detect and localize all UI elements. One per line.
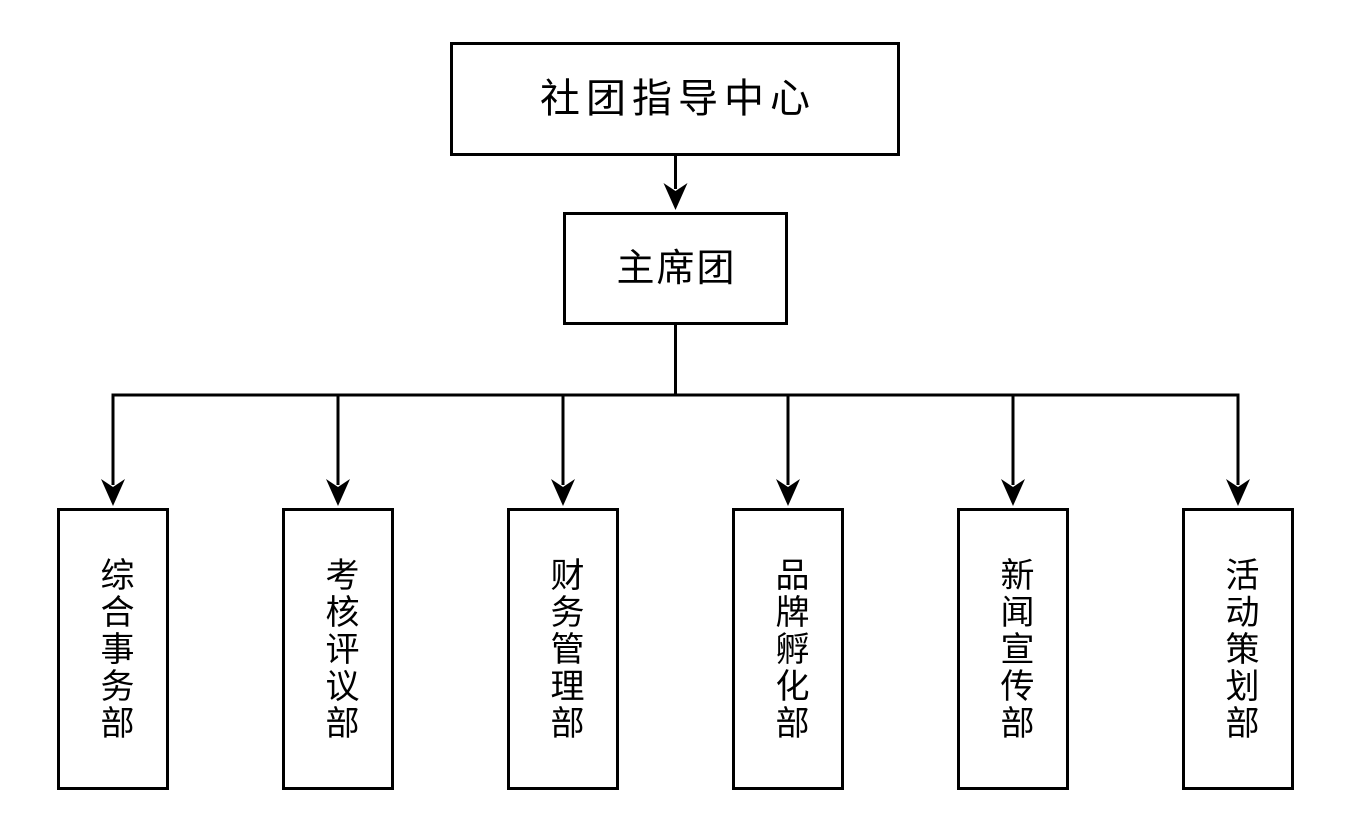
node-dept-brand-incubation: 品牌孵化部 bbox=[732, 508, 844, 790]
arrowhead-icon bbox=[101, 479, 125, 506]
node-dept-comprehensive-affairs: 综合事务部 bbox=[57, 508, 169, 790]
edge-to-dept-1 bbox=[326, 393, 350, 506]
node-dept-label: 新闻宣传部 bbox=[995, 556, 1032, 742]
edge-to-dept-4 bbox=[1001, 393, 1025, 506]
arrowhead-icon bbox=[1001, 479, 1025, 506]
node-root: 社团指导中心 bbox=[450, 42, 900, 156]
arrowhead-icon bbox=[663, 183, 688, 210]
edge-to-dept-5 bbox=[1226, 393, 1250, 506]
arrowhead-icon bbox=[551, 479, 575, 506]
arrowhead-icon bbox=[326, 479, 350, 506]
edge-to-dept-2 bbox=[551, 393, 575, 506]
edge-root-to-presidium bbox=[663, 156, 688, 210]
edge-to-dept-0 bbox=[101, 393, 125, 506]
node-dept-label: 综合事务部 bbox=[95, 556, 132, 742]
node-dept-activity-planning: 活动策划部 bbox=[1182, 508, 1294, 790]
edge-to-dept-3 bbox=[776, 393, 800, 506]
node-dept-label: 财务管理部 bbox=[545, 556, 582, 742]
arrowhead-icon bbox=[1226, 479, 1250, 506]
node-dept-label: 考核评议部 bbox=[320, 556, 357, 742]
node-presidium-label: 主席团 bbox=[616, 247, 737, 290]
node-dept-label: 品牌孵化部 bbox=[770, 556, 807, 742]
node-dept-financial-management: 财务管理部 bbox=[507, 508, 619, 790]
arrowhead-icon bbox=[776, 479, 800, 506]
node-dept-assessment-review: 考核评议部 bbox=[282, 508, 394, 790]
node-dept-label: 活动策划部 bbox=[1220, 556, 1257, 742]
node-root-label: 社团指导中心 bbox=[540, 76, 816, 121]
node-presidium: 主席团 bbox=[563, 212, 788, 325]
node-dept-news-publicity: 新闻宣传部 bbox=[957, 508, 1069, 790]
